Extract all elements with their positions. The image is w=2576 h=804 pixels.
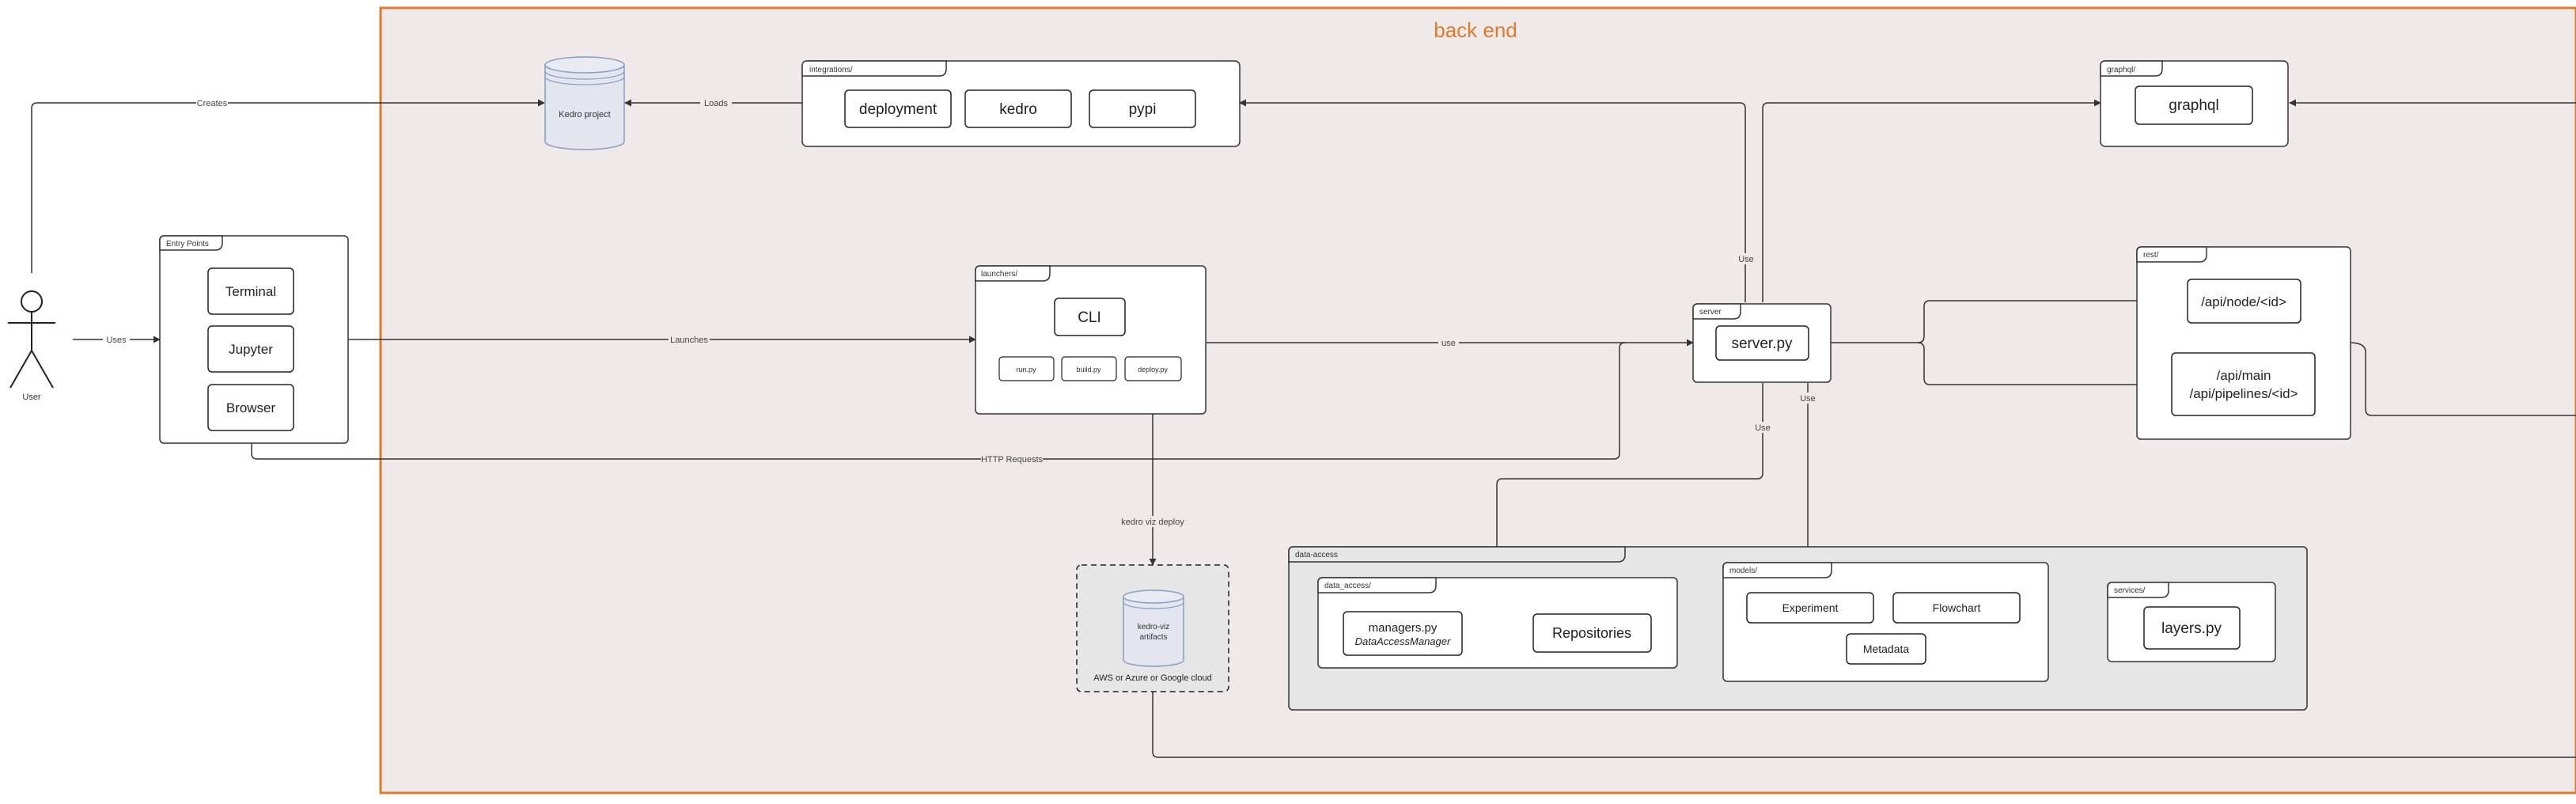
edge-server-integrations — [1239, 99, 1746, 302]
model-flowchart-label: Flowchart — [1933, 601, 1981, 614]
route-main-pipelines — [2171, 352, 2316, 416]
model-metadata — [1846, 633, 1926, 665]
module-layers — [2143, 606, 2241, 650]
edge-server-graphql — [1762, 99, 2101, 302]
launcher-run — [998, 356, 1055, 381]
entry-terminal — [207, 267, 294, 315]
module-managers-label: managers.py — [1369, 621, 1438, 635]
edge-creates — [31, 99, 545, 273]
package-graphql: graphql/ graphql — [2100, 60, 2289, 147]
module-graphql — [2135, 85, 2253, 125]
route-pipelines-label: /api/pipelines/<id> — [2189, 386, 2298, 401]
module-managers-class: DataAccessManager — [1355, 635, 1451, 647]
connectors — [31, 99, 2576, 758]
launcher-build-label: build.py — [1076, 366, 1101, 374]
label-use: use — [1441, 339, 1456, 348]
label-creates: Creates — [197, 99, 228, 108]
actor-head — [21, 290, 43, 313]
module-pypi — [1089, 89, 1196, 128]
launcher-run-label: run.py — [1016, 366, 1036, 374]
launcher-build — [1061, 356, 1117, 381]
module-graphql-label: graphql — [2169, 97, 2218, 114]
package-entry-points: Entry Points Terminal Jupyter Browser — [159, 235, 349, 444]
launcher-cli-label: CLI — [1078, 309, 1101, 326]
actor-label: User — [22, 393, 41, 402]
tab-entry-points: Entry Points — [166, 240, 209, 248]
module-deployment-label: deployment — [859, 101, 938, 118]
entry-terminal-label: Terminal — [225, 284, 276, 299]
route-main-label: /api/main — [2217, 368, 2271, 383]
module-repositories — [1532, 613, 1652, 653]
label-use-data-access: Use — [1755, 423, 1771, 433]
label-uses: Uses — [106, 336, 127, 345]
module-kedro-label: kedro — [999, 101, 1037, 118]
label-loads: Loads — [704, 99, 728, 108]
edge-server-data-access — [1493, 383, 1763, 578]
module-repositories-label: Repositories — [1552, 625, 1631, 641]
artifacts-label-1: kedro-viz — [1138, 623, 1170, 631]
package-integrations: integrations/ deployment kedro pypi — [801, 60, 1241, 147]
label-use-integrations: Use — [1738, 255, 1754, 264]
tab-server: server — [1699, 308, 1722, 317]
artifacts-label-2: artifacts — [1139, 633, 1167, 642]
package-data-access: data_access/ managers.py DataAccessManag… — [1317, 577, 1678, 669]
kedro-project-db: Kedro project — [544, 56, 625, 150]
module-layers-label: layers.py — [2161, 620, 2222, 637]
module-deployment — [844, 89, 952, 128]
package-launchers: launchers/ CLI run.py build.py deploy.py — [975, 265, 1207, 415]
edge-http — [251, 342, 1626, 460]
launcher-cli — [1054, 298, 1126, 336]
backend-title: back end — [1434, 18, 1517, 42]
module-managers — [1343, 611, 1463, 656]
edge-cloud-out — [1152, 692, 2576, 758]
label-use-models: Use — [1800, 394, 1816, 404]
launcher-deploy-label: deploy.py — [1138, 366, 1168, 374]
edge-rest-main — [1917, 342, 2172, 389]
model-flowchart — [1892, 592, 2021, 624]
tab-data-access-outer: data-access — [1295, 551, 1338, 559]
tab-integrations: integrations/ — [809, 66, 853, 74]
label-launches: Launches — [670, 336, 708, 345]
module-server-py — [1715, 325, 1809, 361]
cloud-caption: AWS or Azure or Google cloud — [1093, 673, 1211, 683]
model-metadata-label: Metadata — [1863, 643, 1910, 655]
module-kedro — [964, 89, 1072, 128]
tab-launchers: launchers/ — [981, 270, 1017, 279]
entry-browser-label: Browser — [226, 400, 276, 415]
edge-rest-node — [1917, 297, 2188, 343]
package-services: services/ layers.py — [2107, 582, 2276, 662]
tab-services: services/ — [2114, 586, 2146, 595]
model-experiment — [1746, 592, 1874, 624]
module-pypi-label: pypi — [1129, 101, 1157, 118]
tab-rest: rest/ — [2143, 251, 2159, 260]
user-actor — [8, 290, 55, 389]
model-experiment-label: Experiment — [1782, 601, 1839, 614]
edge-rest-out — [2349, 342, 2576, 416]
module-server-py-label: server.py — [1731, 336, 1793, 352]
kedro-project-label: Kedro project — [559, 110, 610, 119]
entry-jupyter-label: Jupyter — [229, 342, 273, 357]
tab-data-access: data_access/ — [1324, 582, 1371, 590]
package-server: server server.py — [1692, 303, 1832, 383]
tab-graphql: graphql/ — [2107, 66, 2135, 74]
route-node — [2187, 279, 2301, 324]
label-http: HTTP Requests — [981, 455, 1044, 465]
package-models: models/ Experiment Flowchart Metadata — [1722, 562, 2049, 682]
launcher-deploy — [1124, 356, 1182, 381]
route-node-label: /api/node/<id> — [2201, 294, 2286, 309]
entry-browser — [207, 384, 294, 431]
entry-jupyter — [207, 325, 294, 373]
label-deploy: kedro viz deploy — [1121, 518, 1184, 527]
tab-models: models/ — [1729, 567, 1757, 575]
package-rest: rest/ /api/node/<id> /api/main /api/pipe… — [2136, 246, 2351, 440]
cloud-deployment: kedro-viz artifacts AWS or Azure or Goog… — [1076, 564, 1229, 692]
